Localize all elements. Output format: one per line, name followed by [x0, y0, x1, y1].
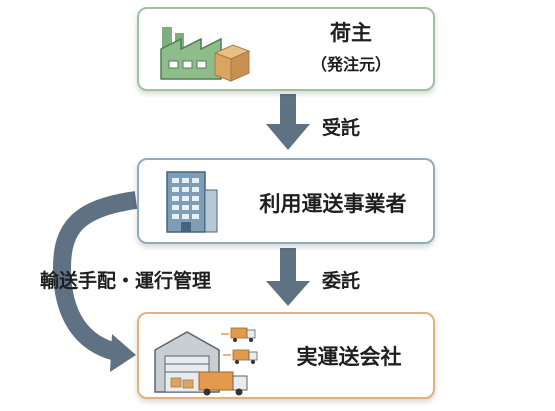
arrow-shipper-to-forwarder: [266, 94, 310, 150]
office-building-icon: [166, 171, 218, 233]
shipper-title: 荷主: [330, 21, 372, 45]
label-entrust-received: 受託: [322, 117, 361, 139]
carrier-box: 実運送会社: [137, 312, 435, 399]
forwarder-box: 利用運送事業者: [137, 158, 435, 244]
arrow-forwarder-to-carrier: [266, 248, 310, 306]
factory-with-box-icon: [160, 27, 251, 82]
arrow-side-curve: [52, 191, 138, 372]
label-transport-arrangement: 輸送手配・運行管理: [40, 270, 212, 292]
label-entrust-outsourced: 委託: [322, 270, 361, 292]
warehouse-trucks-icon: [154, 327, 258, 396]
shipper-subtitle: （発注元）: [310, 55, 391, 74]
carrier-title: 実運送会社: [296, 345, 402, 369]
forwarder-title: 利用運送事業者: [259, 192, 407, 216]
shipper-box: 荷主 （発注元）: [137, 7, 435, 91]
